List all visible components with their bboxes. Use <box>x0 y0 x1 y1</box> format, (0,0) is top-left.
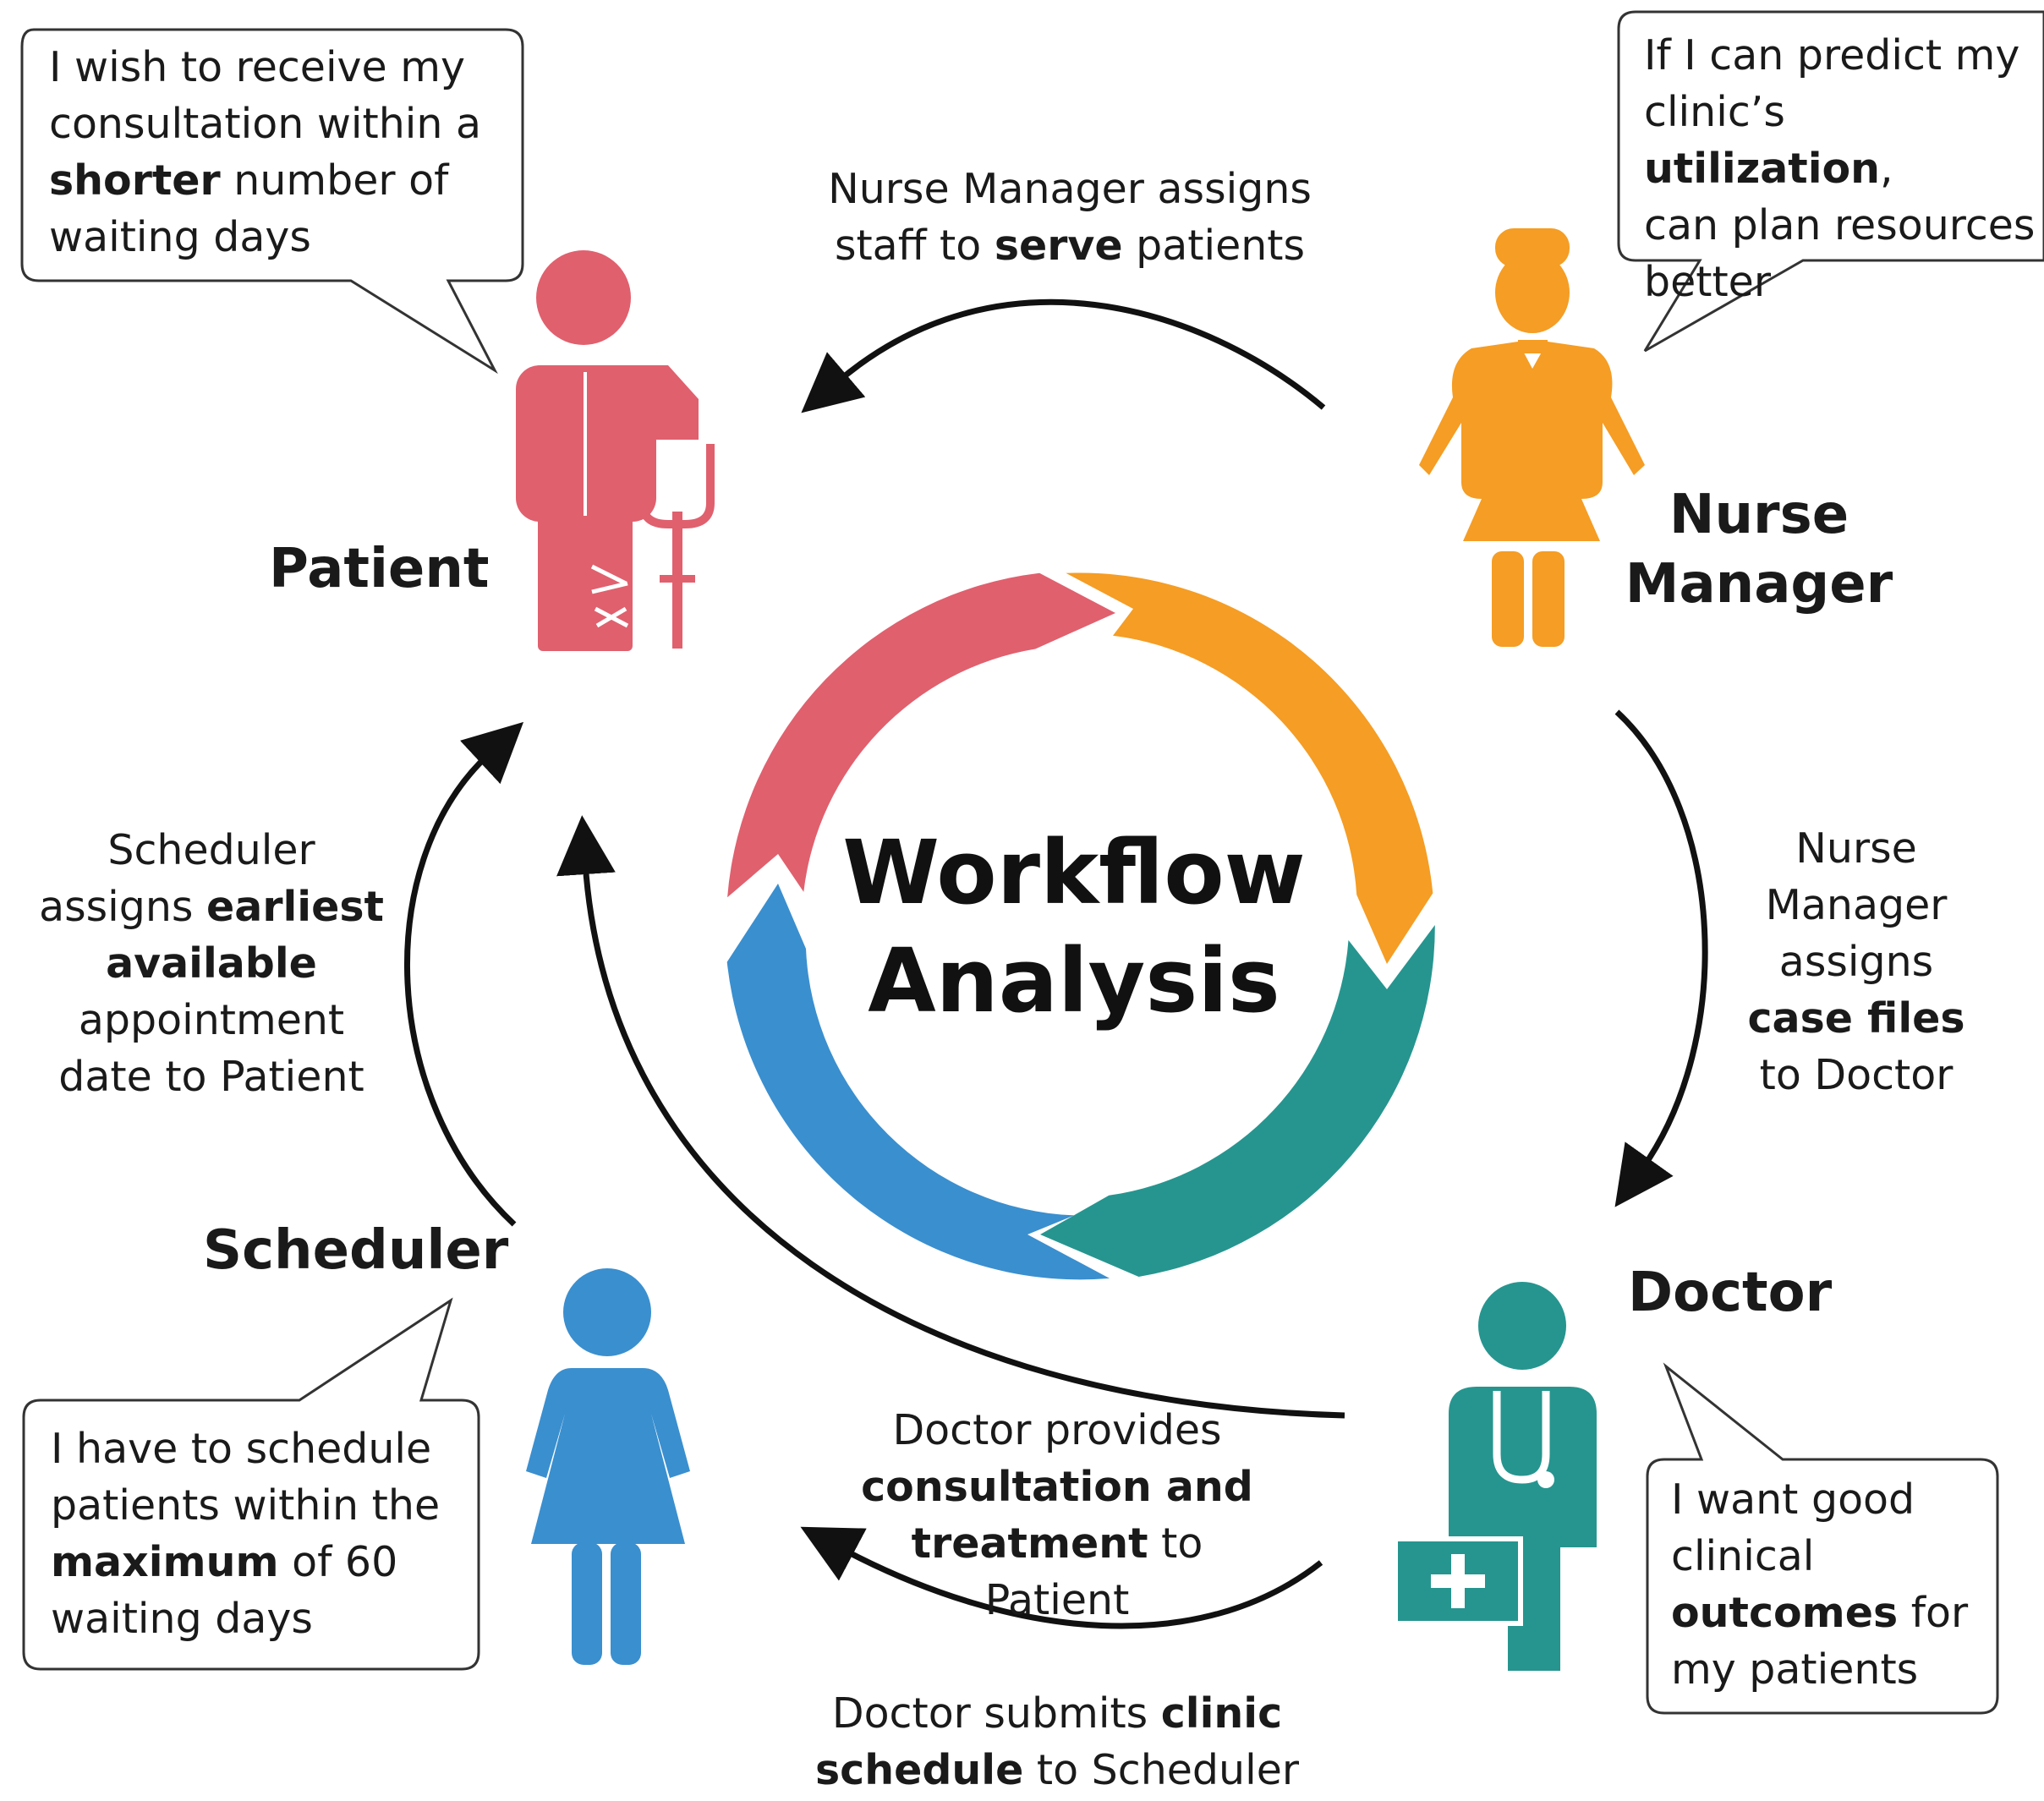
speech-nurse-line2-pre: clinic’s <box>1644 88 1785 136</box>
speech-nurse-line3: can plan resources <box>1644 201 2036 249</box>
speech-nurse-line2-post: , <box>1880 145 1893 193</box>
speech-bubble-patient <box>20 28 524 375</box>
ring-segment-doctor <box>1040 925 1435 1277</box>
arrow-doctor-to-scheduler <box>800 1526 1323 1629</box>
flow-doctor-patient-line3: treatment to <box>812 1515 1302 1572</box>
speech-nurse-line2: clinic’s utilization, <box>1644 84 2044 197</box>
speech-scheduler-line3-rest: of 60 <box>278 1538 398 1586</box>
ring-segment-scheduler <box>726 884 1110 1280</box>
flow-scheduler-patient-line1: Scheduler <box>107 826 315 874</box>
flow-nurse-doctor-line5: to Doctor <box>1759 1051 1954 1099</box>
speech-patient-line3-rest: number of <box>220 156 449 205</box>
flow-label-doctor-to-patient: Doctor provides consultation and treatme… <box>812 1402 1302 1629</box>
speech-doctor-line3: outcomes for <box>1671 1585 1968 1641</box>
flow-nurse-patient-pre: staff to <box>834 222 995 270</box>
speech-patient-line4: waiting days <box>49 213 311 261</box>
flow-nurse-patient-post: patients <box>1122 222 1306 270</box>
flow-scheduler-patient-emphasis2: available <box>106 939 317 988</box>
role-label-doctor: Doctor <box>1628 1262 1833 1324</box>
flow-doctor-patient-line4: Patient <box>984 1576 1130 1624</box>
speech-bubble-scheduler <box>22 1297 480 1671</box>
speech-nurse-line1: If I can predict my <box>1644 31 2020 79</box>
arrow-scheduler-to-patient <box>404 721 524 1227</box>
flow-nurse-doctor-line1: Nurse <box>1795 824 1917 873</box>
speech-nurse-line4: better <box>1644 258 1771 306</box>
flow-label-nurse-to-doctor: Nurse Manager assigns case files to Doct… <box>1725 820 1987 1103</box>
center-title-line1: Workflow <box>842 821 1306 924</box>
flow-nurse-patient-emphasis: serve <box>994 222 1123 270</box>
flow-doctor-scheduler-pre: Doctor submits <box>831 1689 1161 1738</box>
speech-doctor-line2: clinical <box>1671 1532 1815 1580</box>
speech-text-nurse: If I can predict my clinic’s utilization… <box>1644 27 2044 310</box>
patient-cast <box>590 564 629 628</box>
speech-scheduler-emphasis: maximum <box>51 1538 279 1586</box>
speech-scheduler-line1: I have to schedule <box>51 1425 432 1473</box>
speech-nurse-emphasis: utilization <box>1644 145 1881 193</box>
center-title: Workflow Analysis <box>812 818 1336 1035</box>
role-label-nurse-line1: Nurse <box>1669 484 1849 546</box>
ring-segment-patient <box>727 572 1115 898</box>
flow-label-doctor-to-scheduler: Doctor submits clinic schedule to Schedu… <box>761 1685 1353 1798</box>
flow-label-nurse-to-patient: Nurse Manager assigns staff to serve pat… <box>761 161 1378 274</box>
speech-bubble-nurse <box>1617 10 2044 353</box>
flow-doctor-scheduler-emphasis2: schedule <box>815 1746 1024 1794</box>
flow-scheduler-patient-line5: date to Patient <box>58 1053 364 1101</box>
speech-scheduler-line4: waiting days <box>51 1595 313 1643</box>
speech-doctor-emphasis: outcomes <box>1671 1589 1899 1637</box>
speech-patient-emphasis: shorter <box>49 156 221 205</box>
flow-nurse-patient-line2: staff to serve patients <box>761 217 1378 274</box>
flow-doctor-patient-line1: Doctor provides <box>892 1406 1222 1454</box>
speech-bubble-doctor <box>1646 1362 1999 1715</box>
nurse-icon <box>1419 228 1645 647</box>
speech-doctor-line4: my patients <box>1671 1645 1919 1694</box>
flow-nurse-doctor-line3: assigns <box>1778 938 1934 986</box>
flow-doctor-scheduler-emphasis: clinic <box>1160 1689 1283 1738</box>
flow-doctor-scheduler-line1: Doctor submits clinic <box>761 1685 1353 1742</box>
flow-label-scheduler-to-patient: Scheduler assigns earliest available app… <box>25 822 397 1105</box>
arrow-nurse-to-doctor <box>1614 709 1708 1207</box>
role-label-patient: Patient <box>269 538 490 600</box>
speech-text-doctor: I want good clinical outcomes for my pat… <box>1671 1471 1968 1698</box>
speech-doctor-line3-rest: for <box>1898 1589 1969 1637</box>
flow-nurse-doctor-emphasis: case files <box>1747 994 1965 1043</box>
doctor-with-medical-bag-icon <box>1393 1282 1597 1671</box>
flow-doctor-patient-emphasis2: treatment <box>911 1519 1148 1568</box>
speech-patient-line3: shorter number of <box>49 152 481 209</box>
role-label-scheduler: Scheduler <box>203 1219 509 1282</box>
flow-doctor-scheduler-line2-rest: to Scheduler <box>1023 1746 1299 1794</box>
flow-scheduler-patient-pre: assigns <box>39 883 207 931</box>
arrow-doctor-to-patient <box>556 815 1345 1419</box>
speech-doctor-line1: I want good <box>1671 1475 1915 1524</box>
speech-scheduler-line3: maximum of 60 <box>51 1534 440 1590</box>
flow-nurse-doctor-line2: Manager <box>1765 881 1948 929</box>
speech-patient-line2: consultation within a <box>49 100 482 148</box>
flow-doctor-patient-emphasis: consultation and <box>861 1463 1253 1511</box>
speech-scheduler-line2: patients within the <box>51 1481 441 1530</box>
flow-scheduler-patient-line4: appointment <box>78 996 345 1044</box>
speech-patient-line1: I wish to receive my <box>49 43 466 91</box>
woman-icon <box>526 1268 690 1665</box>
flow-nurse-patient-line1: Nurse Manager assigns <box>828 165 1312 213</box>
arrow-nurse-to-patient <box>801 298 1326 413</box>
center-title-line2: Analysis <box>868 929 1280 1032</box>
flow-arrows <box>404 298 1708 1629</box>
role-label-nurse-manager: Nurse Manager <box>1624 480 1894 619</box>
flow-doctor-patient-line3-rest: to <box>1148 1519 1203 1568</box>
ring-segment-nurse <box>1066 572 1433 964</box>
flow-scheduler-patient-emphasis: earliest <box>206 883 384 931</box>
patient-with-crutch-icon <box>516 250 715 651</box>
role-label-nurse-line2: Manager <box>1625 553 1893 616</box>
flow-doctor-scheduler-line2: schedule to Scheduler <box>761 1742 1353 1798</box>
speech-text-scheduler: I have to schedule patients within the m… <box>51 1421 440 1647</box>
cycle-ring <box>726 572 1435 1280</box>
flow-scheduler-patient-line2: assigns earliest <box>25 879 397 935</box>
speech-text-patient: I wish to receive my consultation within… <box>49 39 481 265</box>
